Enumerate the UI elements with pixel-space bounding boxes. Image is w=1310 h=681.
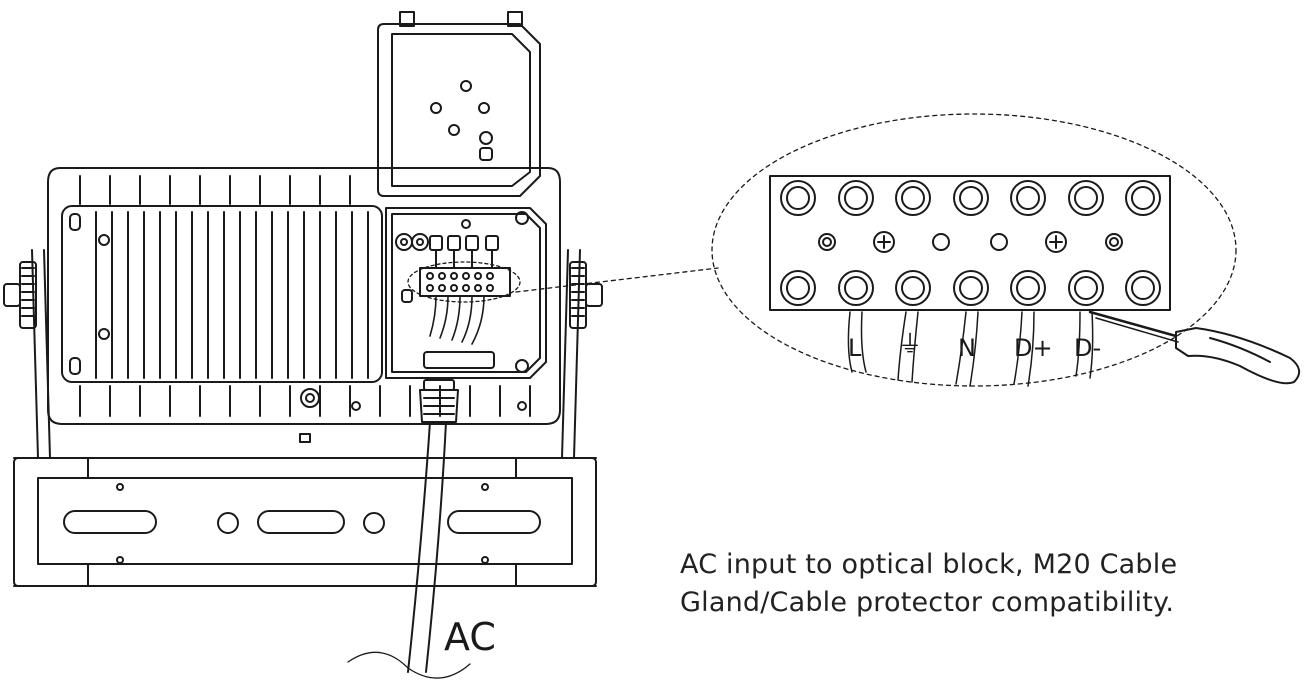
junction-box <box>385 207 547 379</box>
terminal-label-earth: ⏚ <box>898 330 922 358</box>
terminal-label-n: N <box>958 334 976 362</box>
terminal-label-l: L <box>848 334 862 362</box>
fixture-body <box>47 167 561 443</box>
zoom-leader-line <box>515 267 719 293</box>
terminal-wires <box>847 311 1094 387</box>
zoom-callout <box>711 113 1301 387</box>
junction-box-lid <box>377 11 541 197</box>
caption: AC input to optical block, M20 Cable Gla… <box>680 546 1280 622</box>
ac-cable-label: AC <box>444 615 496 659</box>
right-knob <box>569 261 603 329</box>
caption-line-2: Gland/Cable protector compatibility. <box>680 587 1175 618</box>
left-knob <box>3 261 37 329</box>
terminal-label-d-minus: D- <box>1074 334 1101 362</box>
cable-gland <box>419 379 459 423</box>
ac-cable <box>347 421 471 679</box>
terminal-middle-row <box>818 231 1123 253</box>
terminal-labels: L ⏚ N D+ D- <box>848 330 1101 362</box>
terminal-screws-top <box>780 180 1161 216</box>
caption-line-1: AC input to optical block, M20 Cable <box>680 549 1178 580</box>
terminal-screws-bottom <box>780 270 1161 306</box>
screwdriver <box>1088 310 1301 385</box>
terminal-label-d-plus: D+ <box>1014 334 1053 362</box>
